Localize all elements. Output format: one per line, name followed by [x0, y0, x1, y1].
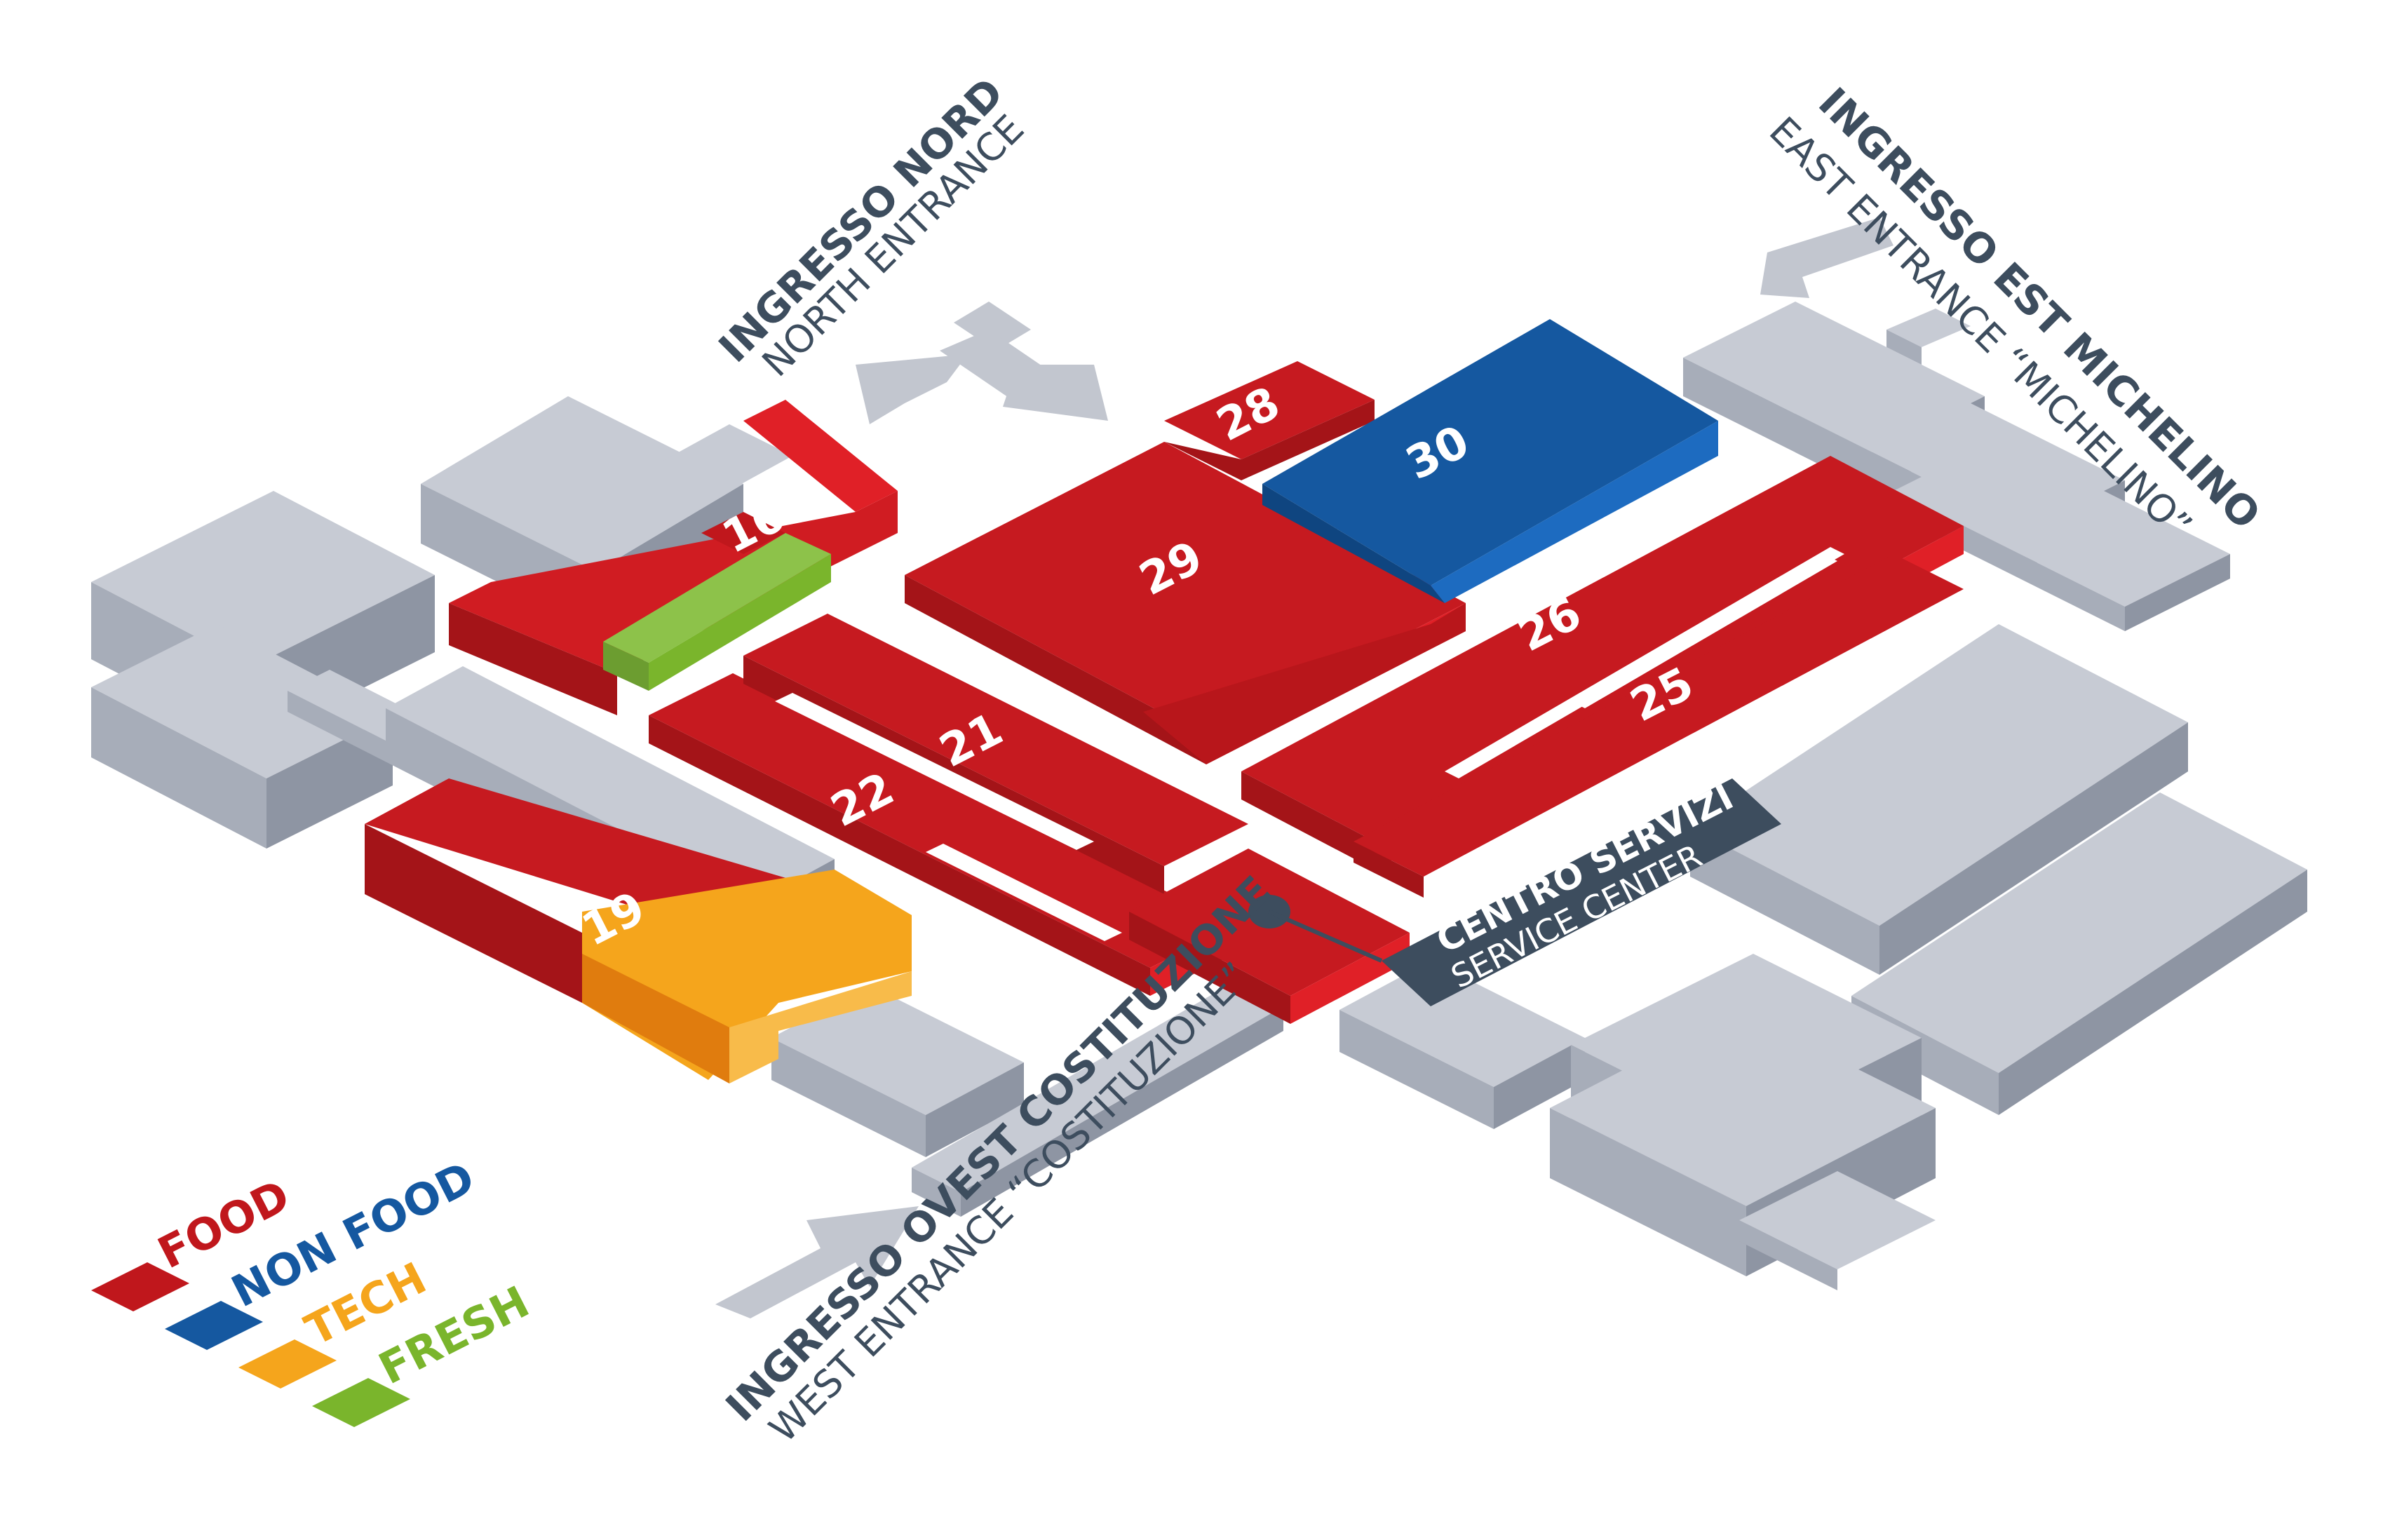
west-entrance-arrow: [715, 1206, 919, 1318]
north-entrance-arrows: [856, 302, 1108, 424]
grey-building-east-1: [1690, 624, 2188, 975]
arrow-body: [940, 330, 1066, 403]
hall-19[interactable]: 19: [365, 778, 912, 1083]
grey-corridor-southwest: [912, 982, 1283, 1217]
grey-building-south-1: [1339, 961, 1585, 1129]
service-center-leader: [1268, 910, 1383, 963]
hall-29[interactable]: 29: [905, 442, 1466, 764]
service-center-label-bg: [1382, 778, 1781, 1006]
grey-building-northeast-small: [1886, 309, 1971, 365]
separator: [1571, 554, 1837, 708]
legend-swatch-non-food: [165, 1301, 263, 1350]
grey-building-south-4: [1739, 1171, 1936, 1290]
arrow-icon: [715, 1206, 919, 1318]
legend: FOOD NON FOOD TECH FRESH: [91, 1151, 537, 1427]
hall-30[interactable]: 30: [1262, 319, 1718, 603]
hall-25[interactable]: 25: [1353, 554, 1964, 898]
hall-22[interactable]: 22: [649, 673, 1234, 996]
east-entrance-arrow: [1760, 217, 1893, 298]
exhibition-halls: 16 19 22 21: [365, 319, 1964, 1083]
separator: [926, 844, 1122, 941]
legend-swatch-tech: [238, 1339, 337, 1389]
hall-16[interactable]: 16: [449, 400, 898, 715]
legend-swatch-food: [91, 1262, 189, 1311]
arrow-stem: [954, 302, 1031, 351]
arrow-icon: [856, 354, 968, 424]
separator: [775, 693, 1094, 850]
arrow-icon: [1760, 217, 1893, 298]
grey-building-south-west: [771, 985, 1024, 1157]
legend-swatch-fresh: [312, 1378, 410, 1427]
